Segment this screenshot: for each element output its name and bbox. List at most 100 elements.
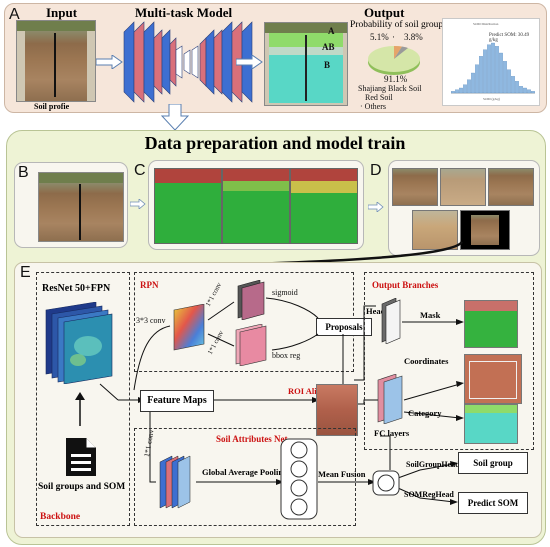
gap-label: Global Average Pooling	[202, 467, 288, 477]
soil-attributes-region	[134, 428, 356, 526]
panel-b-soil-image	[38, 172, 124, 242]
augment-image-1	[392, 168, 438, 206]
horizon-b-label: B	[324, 60, 331, 70]
doc-label: Soil groups and SOM	[38, 482, 126, 492]
category-output-image	[464, 404, 518, 444]
panel-c-letter: C	[134, 162, 146, 179]
coordinates-branch-label: Coordinates	[404, 356, 449, 366]
augment-image-4	[412, 210, 458, 250]
rpn-title: RPN	[140, 280, 159, 290]
pie-pct-2: 3.8%	[404, 32, 423, 42]
histogram-bar	[503, 61, 507, 94]
histogram-bar	[467, 79, 471, 94]
model-label: Multi-task Model	[135, 5, 233, 20]
arrow-input-model	[96, 55, 123, 69]
multitask-network-icon	[123, 21, 253, 103]
histogram-bar	[491, 42, 495, 94]
augment-image-2	[440, 168, 486, 206]
histogram-bar	[459, 87, 463, 94]
panel-c-mask-images	[154, 168, 358, 244]
input-label: Input	[46, 5, 78, 20]
proposals-box: Proposals	[316, 318, 372, 336]
pie-pct-sep: ·	[392, 32, 395, 42]
histogram-bar	[519, 86, 523, 94]
prob-title: Probability of soil groups	[350, 20, 447, 30]
panel-d-letter: D	[370, 162, 382, 179]
roi-align-label: ROI Align	[288, 386, 326, 396]
arrow-b-c	[130, 199, 146, 209]
mask-image-2	[222, 168, 290, 244]
pie-pct-main: 91.1%	[384, 74, 408, 84]
histogram-bar	[483, 49, 487, 94]
backbone-title: ResNet 50+FPN	[42, 283, 111, 294]
histogram-bar	[487, 44, 491, 94]
output-branches-title: Output Branches	[372, 280, 439, 290]
histogram-bar	[515, 81, 519, 94]
backbone-footer: Backbone	[40, 512, 81, 522]
mask-image-3	[290, 168, 358, 244]
horizon-ab-label: AB	[322, 42, 335, 52]
fc-layers-label: FC layers	[374, 428, 410, 438]
arrow-doc-to-backbone	[75, 392, 85, 426]
legend-item-others-text: Others	[364, 102, 386, 111]
histogram-bar	[499, 52, 503, 94]
histogram-bar	[455, 89, 459, 94]
mask-branch-label: Mask	[420, 310, 441, 320]
feature-maps-box: Feature Maps	[140, 390, 214, 412]
mean-fusion-label: Mean Fusion	[318, 469, 366, 479]
panel-e-letter: E	[20, 264, 31, 281]
histogram-bar	[531, 91, 535, 94]
panel-b-letter: B	[18, 164, 29, 181]
histogram-bar	[463, 84, 467, 94]
histogram-title: SOM Distribution	[473, 22, 499, 26]
som-reg-head-label: SOMRegHead	[404, 490, 454, 499]
legend-item-shajiang: Shajiang Black Soil	[358, 84, 422, 93]
backbone-region	[36, 272, 130, 526]
input-soil-image	[16, 20, 96, 102]
fused-vector-icon	[372, 470, 400, 496]
mask-output-image	[464, 300, 518, 348]
histogram-bar	[511, 76, 515, 94]
rpn-conv-map	[173, 304, 205, 351]
head-layer-icon	[381, 298, 401, 344]
fpn-feature-stack	[45, 302, 113, 384]
histogram-bar	[527, 89, 531, 94]
augment-image-3	[488, 168, 534, 206]
soil-group-pie	[368, 45, 420, 75]
legend-item-others: · Others	[360, 102, 386, 111]
soil-group-head-label: SoilGroupHead	[406, 460, 460, 469]
panel-a-letter: A	[9, 6, 20, 23]
roi-align-image	[316, 384, 358, 436]
histogram-bars	[451, 42, 535, 94]
soil-attr-feature-stack	[159, 455, 191, 509]
histogram-bar	[495, 46, 499, 94]
som-histogram-frame: SOM Distribution Predict SOM: 30.49 g/kg…	[442, 18, 540, 106]
arrow-c-d	[368, 202, 384, 212]
conv33-label: 3*3 conv	[136, 316, 166, 325]
mask-image-1	[154, 168, 222, 244]
histogram-bar	[479, 56, 483, 94]
sigmoid-label: sigmoid	[272, 288, 298, 297]
document-icon	[66, 438, 96, 476]
horizon-a-label: A	[328, 26, 335, 36]
histogram-predict-label: Predict SOM: 30.49 g/kg	[489, 33, 530, 43]
bbox-reg-label: bbox reg	[272, 351, 301, 360]
rpn-reg-map	[235, 324, 267, 366]
histogram-bar	[475, 64, 479, 94]
histogram-bar	[523, 87, 527, 94]
output-label: Output	[364, 5, 405, 20]
soil-group-output-box: Soil group	[458, 452, 528, 474]
fc-layers-icon	[377, 374, 403, 424]
arrow-model-output	[236, 55, 263, 69]
rpn-cls-map	[237, 280, 265, 320]
histogram-xlabel: SOM (g/kg)	[483, 97, 501, 101]
section-title: Data preparation and model train	[144, 133, 406, 153]
coordinates-output-image	[464, 354, 522, 404]
augment-image-5	[460, 210, 510, 250]
category-branch-label: Category	[408, 408, 442, 418]
predict-som-output-box: Predict SOM	[458, 492, 528, 514]
output-branches-region	[364, 272, 534, 450]
histogram-bar	[451, 91, 455, 94]
legend-item-red-soil: Red Soil	[365, 93, 393, 102]
output-segmented-image	[264, 22, 348, 106]
